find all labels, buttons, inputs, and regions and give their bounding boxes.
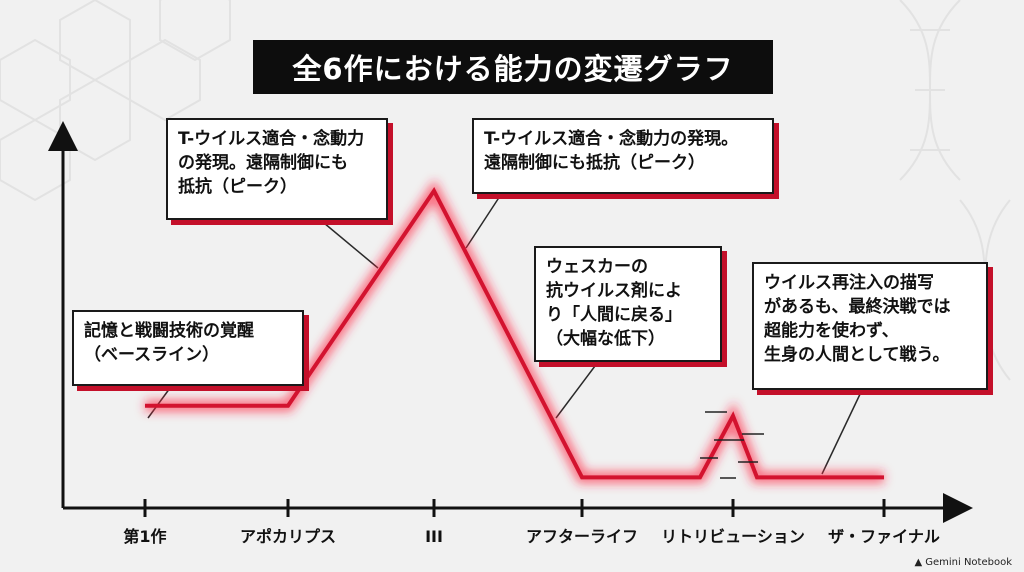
annotation-final: ウイルス再注入の描写 があるも、最終決戦では 超能力を使わず、 生身の人間として… bbox=[752, 262, 988, 390]
leader-line bbox=[317, 217, 379, 269]
x-tick-label: III bbox=[425, 527, 443, 546]
leader-line bbox=[821, 389, 863, 475]
annotation-afterlife-drop: ウェスカーの 抗ウイルス剤によ り「人間に戻る」 （大幅な低下） bbox=[534, 246, 722, 362]
x-tick-label: ザ・ファイナル bbox=[828, 527, 940, 546]
annotation-baseline: 記憶と戦闘技術の覚醒 （ベースライン） bbox=[72, 310, 304, 386]
x-tick-label: リトリビューション bbox=[661, 527, 805, 546]
annotation-iii-peak: T-ウイルス適合・念動力の発現。 遠隔制御にも抵抗（ピーク） bbox=[472, 118, 774, 194]
x-tick-label: 第1作 bbox=[123, 527, 166, 546]
page-title: 全6作における能力の変遷グラフ bbox=[253, 40, 773, 94]
notebook-icon: ▲ bbox=[914, 557, 923, 568]
x-tick-label: アポカリプス bbox=[240, 527, 336, 546]
glitch-effect bbox=[700, 411, 764, 479]
annotation-apocalypse-peak: T-ウイルス適合・念動力 の発現。遠隔制御にも 抵抗（ピーク） bbox=[166, 118, 388, 220]
leader-line bbox=[465, 195, 501, 249]
series-line bbox=[145, 187, 884, 480]
x-tick-label: アフターライフ bbox=[526, 527, 638, 546]
leader-line bbox=[555, 361, 599, 419]
logo-text: Gemini Notebook bbox=[925, 557, 1012, 568]
gemini-notebook-logo: ▲ Gemini Notebook bbox=[915, 557, 1012, 568]
